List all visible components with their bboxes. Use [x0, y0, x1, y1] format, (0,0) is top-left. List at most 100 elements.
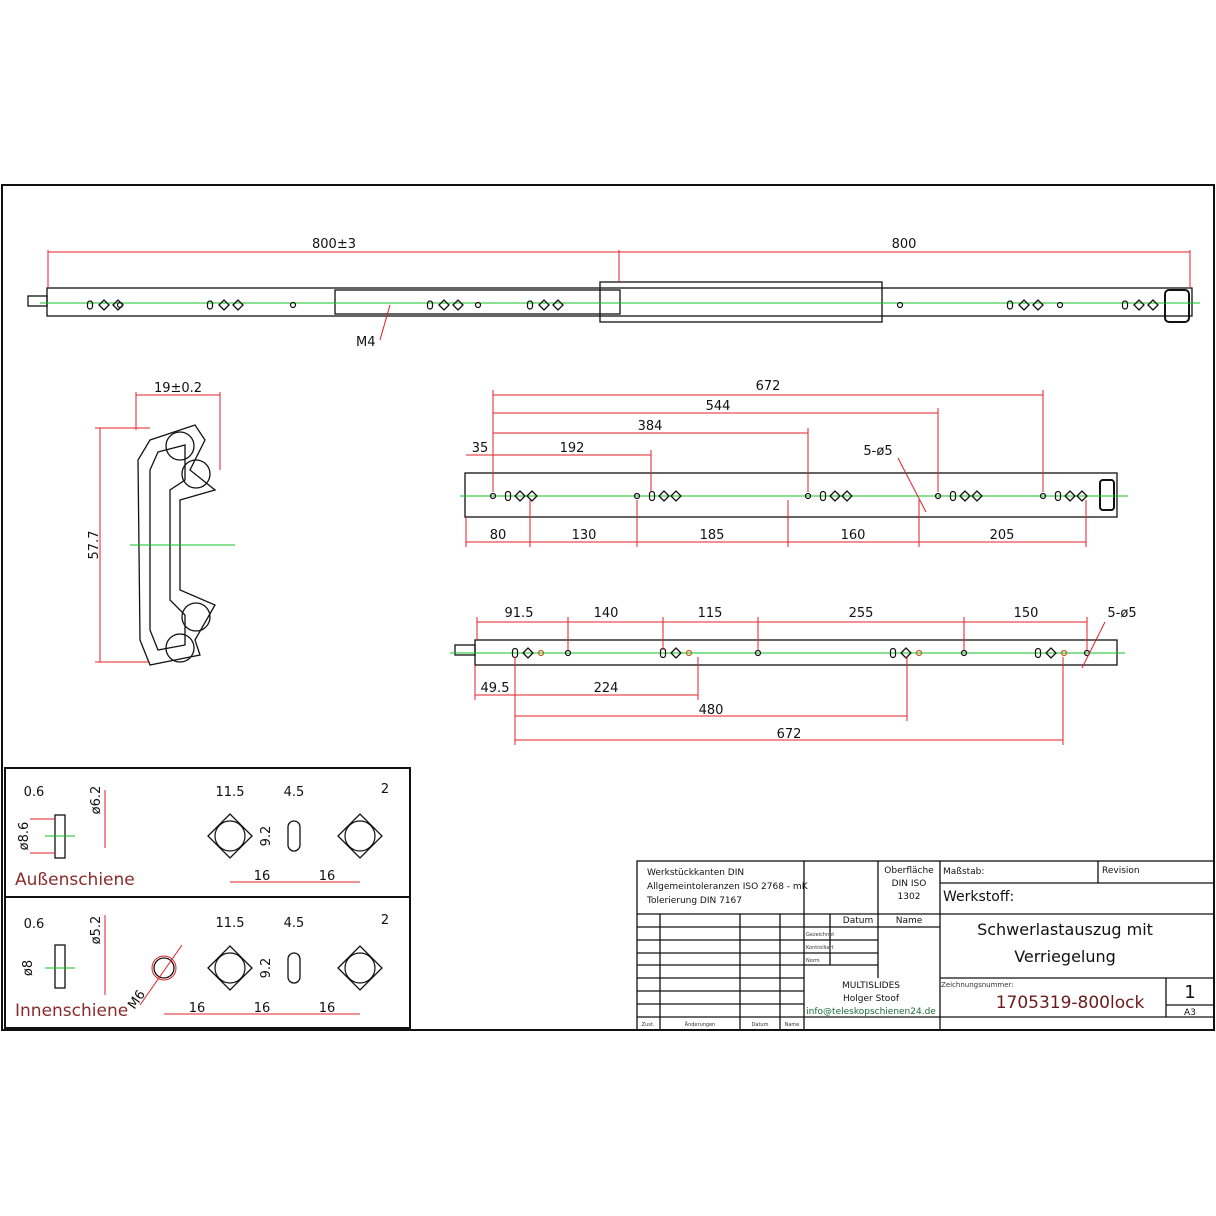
round-hole-icon [685, 649, 693, 657]
round-hole-icon [489, 492, 497, 500]
title-block [636, 860, 1215, 1031]
dim-low-150: 150 [1014, 606, 1039, 621]
inner-pitch-1: 16 [189, 1001, 206, 1016]
dim-section-width: 19±0.2 [154, 381, 202, 396]
round-hole-icon [934, 492, 942, 500]
revision-label: Revision [1102, 866, 1140, 876]
cross-hole-ring-icon [344, 820, 376, 852]
slot-hole-icon [526, 300, 534, 310]
cross-hole-icon [522, 647, 534, 659]
slot-hole-icon [1054, 490, 1062, 502]
cross-hole-icon [207, 813, 253, 859]
cross-hole-ring-icon [214, 820, 246, 852]
dim-mid-35: 35 [472, 441, 489, 456]
cross-hole-icon [971, 490, 983, 502]
dim-low-49-5: 49.5 [481, 681, 510, 696]
outer-washer-outer-dia: ø8.6 [17, 822, 32, 851]
paper-format: A3 [1184, 1008, 1196, 1018]
inner-pitch-3: 16 [319, 1001, 336, 1016]
dim-mid-130: 130 [572, 528, 597, 543]
cross-hole-icon [218, 299, 230, 311]
cross-hole-icon [1045, 647, 1057, 659]
dim-top-left: 800±3 [312, 237, 356, 252]
sheet-number: 1 [1184, 982, 1195, 1003]
cross-hole-icon [98, 299, 110, 311]
row-checked: Kontrolliert [806, 945, 834, 951]
dim-low-140: 140 [594, 606, 619, 621]
round-hole-icon [633, 492, 641, 500]
lower-rail-view: 91.5 140 115 255 150 5-ø5 49.5 224 480 6… [450, 606, 1137, 745]
cross-hole-icon [552, 299, 564, 311]
surface-1: Oberfläche [884, 866, 934, 876]
note-3: Tolerierung DIN 7167 [646, 896, 742, 906]
dim-mid-384: 384 [638, 419, 663, 434]
cross-hole-icon [658, 490, 670, 502]
outer-washer-thickness: 0.6 [24, 785, 45, 800]
cross-hole-icon [438, 299, 450, 311]
col-datum: Datum [843, 916, 873, 926]
outer-cross-width: 11.5 [216, 785, 245, 800]
slot-hole-icon [1121, 300, 1129, 310]
dim-top-right: 800 [892, 237, 917, 252]
cross-hole-icon [232, 299, 244, 311]
slot-hole-icon [426, 300, 434, 310]
cross-hole-icon [452, 299, 464, 311]
material-label: Werkstoff: [943, 889, 1014, 905]
cross-hole-icon [829, 490, 841, 502]
note-2: Allgemeintoleranzen ISO 2768 - mK [647, 882, 809, 892]
cross-hole-icon [900, 647, 912, 659]
slot-hole-icon [1006, 300, 1014, 310]
cross-hole-ring-icon [344, 952, 376, 984]
round-hole-icon [289, 301, 297, 309]
title-block-text: Werkstückkanten DIN Allgemeintoleranzen … [642, 866, 1196, 1028]
cross-hole-icon [1064, 490, 1076, 502]
outer-slot-height: 9.2 [259, 826, 274, 847]
drawing-number: 1705319-800lock [996, 993, 1145, 1013]
slot-hole-icon [1034, 647, 1042, 659]
cross-hole-icon [959, 490, 971, 502]
inner-thread-label: M6 [125, 988, 148, 1013]
mid-hole-label: 5-ø5 [863, 444, 892, 459]
dim-low-224: 224 [594, 681, 619, 696]
slot-hole-icon [206, 300, 214, 310]
cross-hole-ring-icon [214, 952, 246, 984]
round-hole-icon [537, 649, 545, 657]
round-hole-icon [754, 649, 762, 657]
inner-slot-height: 9.2 [259, 958, 274, 979]
inner-pitch-2: 16 [254, 1001, 271, 1016]
cross-hole-icon [526, 490, 538, 502]
outer-rail-title: Außenschiene [15, 870, 135, 890]
col-name: Name [896, 916, 923, 926]
m6-thread-circle [151, 955, 177, 981]
outer-washer-inner-dia: ø6.2 [89, 786, 104, 815]
round-hole-icon [1056, 301, 1064, 309]
dim-low-115: 115 [698, 606, 723, 621]
slot-hole-icon [819, 490, 827, 502]
outer-pitch-1: 16 [254, 869, 271, 884]
dim-low-91-5: 91.5 [505, 606, 534, 621]
slot-hole-icon [949, 490, 957, 502]
dim-mid-192: 192 [560, 441, 585, 456]
cross-hole-icon [841, 490, 853, 502]
inner-rail-title: Innenschiene [15, 1001, 128, 1021]
person: Holger Stoof [843, 994, 900, 1004]
scale-label: Maßstab: [943, 867, 984, 877]
dim-low-480: 480 [699, 703, 724, 718]
dim-mid-80: 80 [490, 528, 507, 543]
cross-section: 19±0.2 57.7 [87, 381, 235, 666]
outer-cross-arm: 2 [381, 782, 389, 797]
round-hole-icon [915, 649, 923, 657]
round-hole-icon [564, 649, 572, 657]
surface-2: DIN ISO [892, 879, 927, 889]
slot-hole-icon [889, 647, 897, 659]
cross-hole-icon [337, 945, 383, 991]
low-hole-label: 5-ø5 [1107, 606, 1136, 621]
drawing-frame [1, 184, 1215, 1031]
slot-hole-icon [504, 490, 512, 502]
drawing-no-label: Zeichnungsnummer: [941, 981, 1014, 989]
cross-hole-icon [1018, 299, 1030, 311]
row-norm: Norm [806, 958, 820, 964]
slot-hole-icon [648, 490, 656, 502]
inner-slot-width: 4.5 [284, 916, 305, 931]
round-hole-icon [116, 301, 124, 309]
